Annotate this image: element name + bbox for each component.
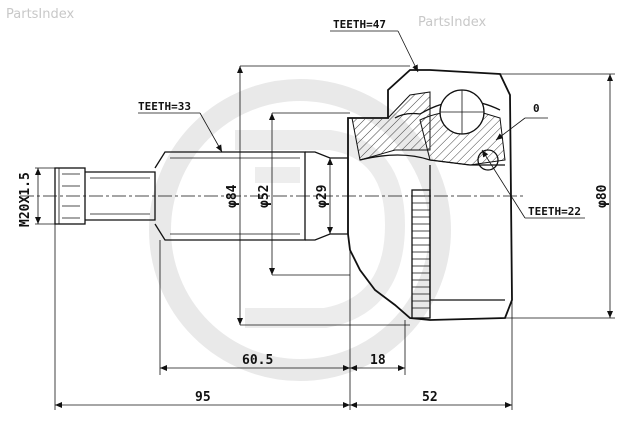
dim-dia-80 xyxy=(500,73,615,319)
abs-ring xyxy=(411,189,431,319)
dim-dia-52 xyxy=(269,112,350,276)
label-len-60-5: 60.5 xyxy=(242,353,273,368)
label-dia-52: φ52 xyxy=(257,185,272,208)
label-dia-80: φ80 xyxy=(595,184,610,208)
label-dia-84: φ84 xyxy=(225,184,240,208)
ball-detail xyxy=(439,89,499,171)
watermark-left: PartsIndex xyxy=(6,7,75,22)
label-len-18: 18 xyxy=(370,353,386,368)
leader-teeth-inner xyxy=(481,149,585,219)
leader-teeth-outer xyxy=(330,30,419,73)
leader-teeth-shaft xyxy=(138,112,223,153)
label-len-95: 95 xyxy=(195,390,211,405)
label-angle-zero: 0 xyxy=(533,102,540,115)
label-teeth-shaft: TEETH=33 xyxy=(138,100,191,113)
leader-angle xyxy=(495,117,548,141)
label-teeth-inner: TEETH=22 xyxy=(528,205,581,218)
dim-dia-84 xyxy=(237,65,410,326)
label-thread: M20X1.5 xyxy=(18,172,33,227)
dim-thread xyxy=(35,167,55,225)
label-len-52: 52 xyxy=(422,390,438,405)
label-dia-29: φ29 xyxy=(315,185,330,208)
watermark-right: PartsIndex xyxy=(418,15,487,30)
threaded-stub xyxy=(54,167,156,225)
label-teeth-outer: TEETH=47 xyxy=(333,18,386,31)
